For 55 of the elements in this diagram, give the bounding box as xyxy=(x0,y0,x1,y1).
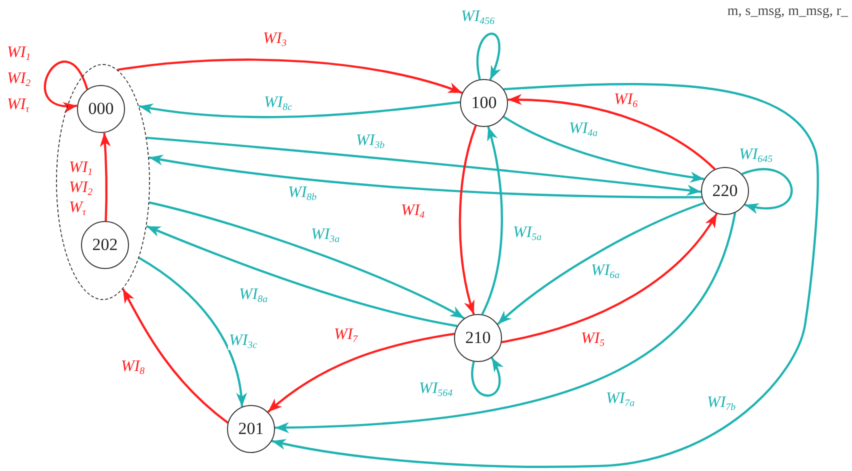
transition-arrow xyxy=(117,58,463,94)
self-loop-arrow xyxy=(44,60,88,112)
self-loop-arrow xyxy=(742,168,793,213)
state-label: 202 xyxy=(92,235,118,255)
edge-label: WI$_{456}$ xyxy=(460,8,496,26)
edge-label: WI$_{3c}$ xyxy=(228,332,258,350)
state-circle xyxy=(454,314,502,362)
state-circle xyxy=(701,167,749,215)
edge-label: WI$_{645}$ xyxy=(738,146,774,164)
transition-arrow xyxy=(501,213,718,344)
edge-label: WI$_{4}$ xyxy=(400,202,426,220)
edge-label: WI$_{7}$ xyxy=(333,326,359,344)
edge-label: WI$_{7b}$ xyxy=(706,394,737,412)
state-label: 201 xyxy=(238,419,264,439)
self-loop-arrow xyxy=(471,357,503,397)
transition-arrow xyxy=(508,94,716,170)
edge-label: WI$_{8}$ xyxy=(120,358,146,376)
transition-arrow xyxy=(138,256,246,407)
transition-arrow xyxy=(274,212,736,433)
state-circle xyxy=(77,85,125,133)
edge-label: WI$_{4a}$ xyxy=(568,120,599,138)
edge-label: WI$_{8c}$ xyxy=(263,94,294,112)
transition-arrow xyxy=(503,116,704,182)
state-circle xyxy=(460,79,508,127)
transition-arrow xyxy=(481,126,504,315)
state-label: 000 xyxy=(88,99,114,119)
edge-label: WI$_{6a}$ xyxy=(590,262,621,280)
note-text: m, s_msg, m_msg, r_ xyxy=(727,4,848,20)
transition-arrow xyxy=(496,202,705,326)
edge-label: WI$_{5}$ xyxy=(580,330,606,348)
edge-label: WI$_{7a}$ xyxy=(605,390,636,408)
state-circle xyxy=(227,405,275,453)
edge-label: WI$_{3}$ xyxy=(262,30,288,48)
state-label: 220 xyxy=(712,181,738,201)
transition-arrow xyxy=(146,225,458,328)
transition-arrow xyxy=(458,125,477,315)
self-loop-arrow xyxy=(476,32,500,80)
transition-arrow xyxy=(149,201,465,320)
edge-label: WI$_{6}$ xyxy=(613,91,639,109)
edge-label: WI$_{8a}$ xyxy=(238,286,269,304)
state-label: 100 xyxy=(471,93,497,113)
transition-arrow xyxy=(100,132,111,222)
transition-arrow xyxy=(146,136,702,196)
edge-label: WI$_{564}$ xyxy=(418,380,454,398)
state-circle xyxy=(81,221,129,269)
edge-label: WI$_{3b}$ xyxy=(355,132,386,150)
transition-arrow xyxy=(267,332,455,413)
state-label: 210 xyxy=(465,328,491,348)
transition-arrow xyxy=(148,154,702,198)
transition-arrow xyxy=(272,83,819,468)
transition-arrow xyxy=(122,288,228,424)
edge-label: WI$_{5a}$ xyxy=(512,224,543,242)
edge-label: WI$_{8b}$ xyxy=(287,184,318,202)
edge-label: WI$_{3a}$ xyxy=(310,226,341,244)
transition-arrow xyxy=(138,101,460,118)
